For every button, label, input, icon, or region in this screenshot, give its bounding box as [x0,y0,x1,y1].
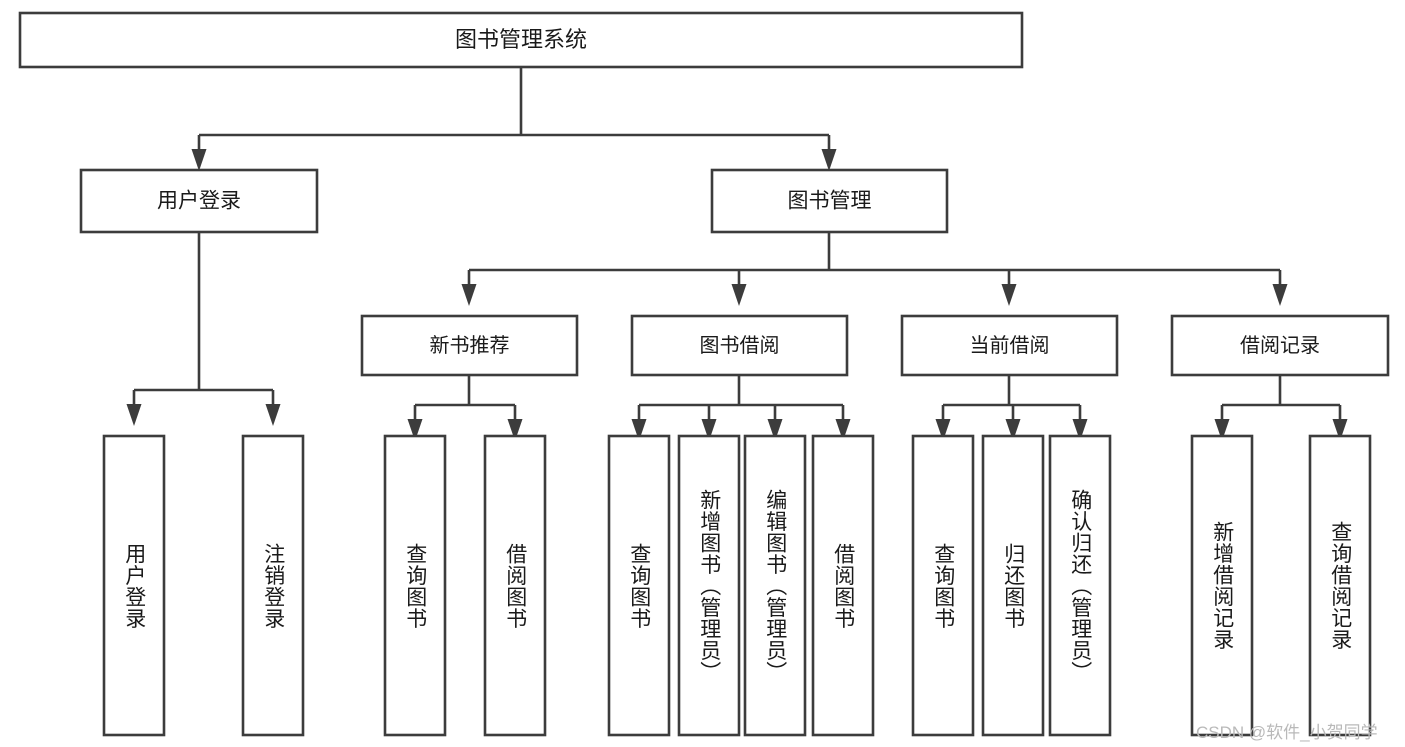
arrow-head-new_book_to_leaves-1 [507,419,523,441]
arrow-head-borrow_to_leaves-2 [767,419,783,441]
leaf-node-1-box[interactable] [241,434,305,737]
level2-node-1-box[interactable] [630,314,849,377]
leaf-node-12[interactable] [1308,434,1372,737]
leaf-node-6[interactable] [743,434,807,737]
arrow-head-level1_user_to_leaves-0 [126,404,142,426]
leaf-node-8[interactable] [911,434,975,737]
level2-node-0[interactable]: 新书推荐 [360,314,579,377]
leaf-node-7-box[interactable] [811,434,875,737]
level2-node-3-box[interactable] [1170,314,1390,377]
level2-node-2[interactable]: 当前借阅 [900,314,1119,377]
arrow-head-level1_user_to_leaves-1 [265,404,281,426]
leaf-node-3[interactable] [483,434,547,737]
level1-node-0-label: 用户登录 [157,190,241,213]
level2-node-1[interactable]: 图书借阅 [630,314,849,377]
arrow-head-borrow_to_leaves-3 [835,419,851,441]
level2-node-0-label: 新书推荐 [430,334,510,357]
leaf-node-5[interactable] [677,434,741,737]
level1-node-1[interactable]: 图书管理 [710,168,949,234]
leaf-node-6-box[interactable] [743,434,807,737]
leaf-node-12-box[interactable] [1308,434,1372,737]
level2-node-1-label: 图书借阅 [700,334,780,357]
arrow-head-borrow_to_leaves-1 [701,419,717,441]
arrow-head-record_to_leaves-0 [1214,419,1230,441]
leaf-node-10-box[interactable] [1048,434,1112,737]
connector-lines [126,67,1348,441]
arrow-head-level1_book_to_level2-2 [1001,284,1017,306]
leaf-node-11-box[interactable] [1190,434,1254,737]
leaf-node-0[interactable] [102,434,166,737]
level1-node-0[interactable]: 用户登录 [79,168,319,234]
level1-node-1-box[interactable] [710,168,949,234]
leaf-node-1[interactable] [241,434,305,737]
root-node-box[interactable] [18,11,1024,69]
level2-node-0-box[interactable] [360,314,579,377]
arrow-head-borrow_to_leaves-0 [631,419,647,441]
leaf-node-8-box[interactable] [911,434,975,737]
arrow-head-level1_book_to_level2-0 [461,284,477,306]
leaf-node-3-box[interactable] [483,434,547,737]
arrow-head-new_book_to_leaves-0 [407,419,423,441]
leaf-node-2[interactable] [383,434,447,737]
root-node-label: 图书管理系统 [455,27,587,52]
leaf-node-4[interactable] [607,434,671,737]
arrow-head-current_to_leaves-0 [935,419,951,441]
leaf-node-11[interactable] [1190,434,1254,737]
level2-node-3-label: 借阅记录 [1240,334,1320,357]
watermark-text: CSDN @软件_小贺同学 [1196,723,1378,742]
leaf-node-5-box[interactable] [677,434,741,737]
level2-node-2-label: 当前借阅 [970,334,1050,357]
level2-node-3[interactable]: 借阅记录 [1170,314,1390,377]
leaf-node-4-box[interactable] [607,434,671,737]
arrow-head-level1_book_to_level2-3 [1272,284,1288,306]
arrow-head-current_to_leaves-1 [1005,419,1021,441]
leaf-node-9-box[interactable] [981,434,1045,737]
arrow-head-record_to_leaves-1 [1332,419,1348,441]
root-node[interactable]: 图书管理系统 [18,11,1024,69]
level2-node-2-box[interactable] [900,314,1119,377]
leaf-node-2-box[interactable] [383,434,447,737]
leaf-node-10[interactable] [1048,434,1112,737]
level1-node-0-box[interactable] [79,168,319,234]
arrow-head-root_to_level1-1 [821,149,837,171]
leaf-node-0-box[interactable] [102,434,166,737]
level1-node-1-label: 图书管理 [788,190,872,213]
leaf-node-7[interactable] [811,434,875,737]
arrow-head-level1_book_to_level2-1 [731,284,747,306]
leaf-node-9[interactable] [981,434,1045,737]
arrow-head-root_to_level1-0 [191,149,207,171]
arrow-head-current_to_leaves-2 [1072,419,1088,441]
